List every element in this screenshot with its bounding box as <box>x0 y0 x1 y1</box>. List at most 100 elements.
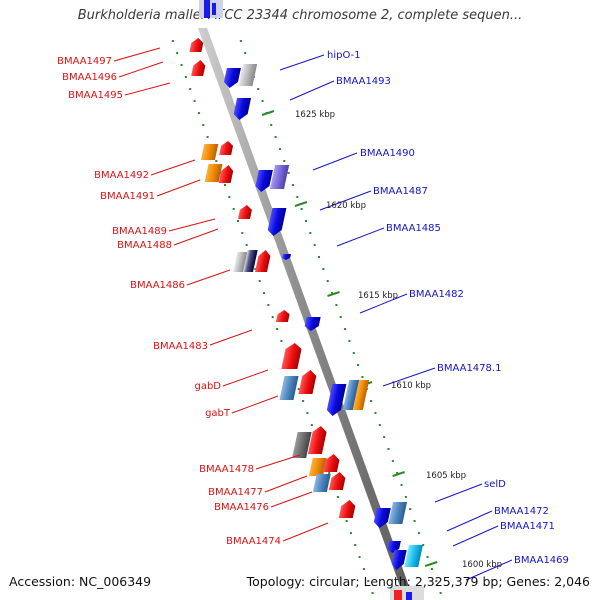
gene-label[interactable]: BMAA1476 <box>214 502 269 513</box>
track-dot <box>261 100 264 102</box>
scale-tick <box>424 561 438 567</box>
track-dot <box>367 580 370 582</box>
track-dot <box>241 232 244 234</box>
track-dot <box>193 100 196 102</box>
track-dot <box>387 448 390 450</box>
gene-label[interactable]: BMAA1489 <box>112 226 167 237</box>
gene-label[interactable]: gabD <box>194 381 221 392</box>
track-dot <box>349 532 352 534</box>
topology-info: Topology: circular; Length: 2,325,379 bp… <box>246 574 590 589</box>
track-dot <box>232 208 235 210</box>
gene-label[interactable]: BMAA1491 <box>100 191 155 202</box>
track-dot <box>206 136 209 138</box>
gene-label[interactable]: BMAA1496 <box>62 72 117 83</box>
track-dot <box>383 436 386 438</box>
map-title: Burkholderia mallei ATCC 23344 chromosom… <box>77 8 523 23</box>
gene-label[interactable]: BMAA1485 <box>386 223 441 234</box>
leader-line <box>270 491 313 508</box>
scale-label: 1615 kbp <box>358 291 398 301</box>
track-dot <box>370 400 373 402</box>
gene-label[interactable]: BMAA1493 <box>336 76 391 87</box>
leader-line <box>312 152 358 171</box>
gene-label[interactable]: selD <box>484 479 506 490</box>
leader-line <box>359 293 408 314</box>
gene-arrow <box>292 432 312 458</box>
track-dot <box>276 328 279 330</box>
gene-label[interactable]: BMAA1490 <box>360 148 415 159</box>
track-dot <box>400 484 403 486</box>
track-dot <box>417 532 420 534</box>
track-dot <box>361 376 364 378</box>
track-dot <box>362 568 365 570</box>
gene-arrow <box>342 380 360 410</box>
scale-tick <box>294 201 308 207</box>
gene-label[interactable]: BMAA1478.1 <box>437 363 501 374</box>
leader-line <box>168 218 216 232</box>
scale-label: 1620 kbp <box>326 201 366 211</box>
track-dot <box>267 304 270 306</box>
track-dot <box>197 112 200 114</box>
gene-label[interactable]: BMAA1471 <box>500 521 555 532</box>
track-dot <box>318 256 321 258</box>
gene-arrow <box>223 68 241 88</box>
gene-label[interactable]: hipO-1 <box>327 50 361 61</box>
track-dot <box>202 124 205 126</box>
gene-label[interactable]: BMAA1472 <box>494 506 549 517</box>
gene-label[interactable]: BMAA1469 <box>514 555 569 566</box>
scale-tick <box>392 471 405 477</box>
scale-tick <box>261 110 275 116</box>
gene-label[interactable]: BMAA1483 <box>153 341 208 352</box>
track-dot <box>336 496 339 498</box>
gene-arrow <box>233 252 248 272</box>
leader-line <box>336 227 385 247</box>
track-dot <box>322 268 325 270</box>
gene-arrow <box>254 250 271 272</box>
gene-label[interactable]: gabT <box>205 408 231 419</box>
gene-label[interactable]: BMAA1495 <box>68 90 123 101</box>
gene-label[interactable]: BMAA1486 <box>130 280 185 291</box>
gene-label[interactable]: BMAA1474 <box>226 536 281 547</box>
track-dot <box>413 520 416 522</box>
gene-arrow <box>191 60 206 76</box>
gene-features <box>189 38 423 570</box>
track-dot <box>270 124 273 126</box>
track-dot <box>374 412 377 414</box>
leader-line <box>113 47 161 62</box>
gene-label[interactable]: BMAA1478 <box>199 464 254 475</box>
track-dot <box>258 280 261 282</box>
track-dot <box>271 316 274 318</box>
gene-arrow <box>242 250 258 272</box>
gene-label[interactable]: BMAA1487 <box>373 186 428 197</box>
track-dot <box>378 424 381 426</box>
gene-arrow <box>352 380 370 410</box>
track-dot <box>184 76 187 78</box>
track-dot <box>300 208 303 210</box>
gene-label[interactable]: BMAA1482 <box>409 289 464 300</box>
gene-arrow <box>322 454 340 472</box>
track-dot <box>254 268 257 270</box>
gene-arrow <box>307 426 327 454</box>
track-dot <box>304 220 307 222</box>
gene-label[interactable]: BMAA1477 <box>208 487 263 498</box>
label-leader-lines <box>113 47 513 581</box>
gene-arrow <box>269 165 290 189</box>
track-dot <box>244 52 247 54</box>
track-dot <box>176 52 179 54</box>
track-dot <box>278 148 281 150</box>
gene-arrow <box>218 165 234 183</box>
gene-label[interactable]: BMAA1488 <box>117 240 172 251</box>
track-dot <box>228 196 231 198</box>
track-dot <box>331 292 334 294</box>
leader-line <box>209 329 253 346</box>
accession-prefix: Accession: <box>9 574 76 589</box>
gene-arrow <box>387 541 401 553</box>
gene-label[interactable]: BMAA1497 <box>57 56 112 67</box>
leader-line <box>289 80 335 101</box>
gene-arrow <box>238 64 258 86</box>
leader-line <box>186 269 231 286</box>
track-dot <box>223 184 226 186</box>
scale-ticks <box>261 110 438 567</box>
gene-label[interactable]: BMAA1492 <box>94 170 149 181</box>
track-dot <box>297 388 300 390</box>
gene-arrow <box>328 472 346 490</box>
